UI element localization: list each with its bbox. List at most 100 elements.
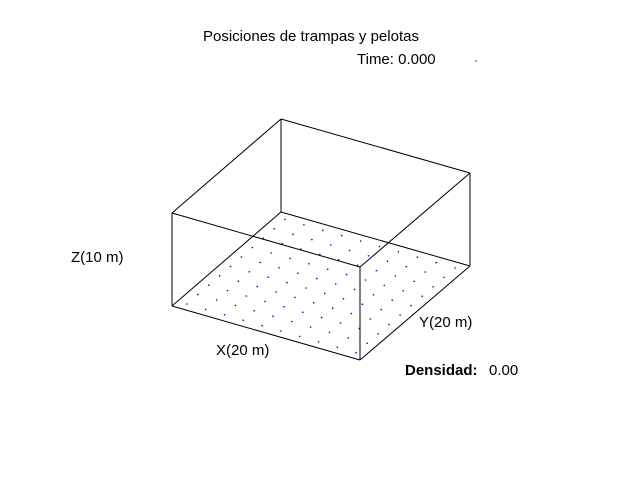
trap-dot: [432, 286, 434, 288]
trap-dot: [280, 330, 282, 332]
trap-dot: [204, 308, 207, 311]
trap-dot: [394, 275, 397, 277]
trap-dot: [347, 337, 350, 339]
trap-dot: [377, 333, 379, 335]
trap-dot: [259, 261, 262, 264]
trap-dot: [435, 261, 438, 264]
trap-dot: [386, 260, 389, 263]
stray-dot-marker: [475, 60, 477, 62]
trap-dot: [372, 294, 375, 296]
trap-dot: [337, 259, 340, 261]
trap-dot: [317, 341, 320, 343]
trap-dot: [421, 295, 423, 298]
density-value: 0.00: [489, 362, 519, 379]
trap-dot: [267, 276, 270, 279]
trap-dot: [305, 287, 307, 289]
trap-dot: [356, 264, 359, 267]
trap-dot: [322, 229, 324, 231]
trap-dot: [342, 298, 345, 300]
trap-dot: [275, 291, 277, 293]
trap-dot: [319, 253, 321, 256]
box-edge: [171, 118, 282, 214]
trap-dot: [331, 307, 334, 310]
trap-dot: [309, 326, 312, 328]
trap-dot: [416, 256, 419, 259]
trap-dot: [272, 315, 274, 318]
trap-dot: [311, 238, 313, 241]
plot-title: Posiciones de trampas y pelotas: [203, 28, 419, 45]
trap-dot: [234, 304, 237, 307]
trap-dot: [240, 256, 243, 258]
trap-dot: [284, 218, 286, 221]
trap-dot: [358, 327, 361, 330]
trap-dot: [353, 288, 356, 291]
trap-dot: [323, 292, 326, 295]
trap-dot: [264, 300, 266, 303]
trap-dot: [388, 323, 390, 326]
trap-dot: [424, 271, 427, 273]
trap-dot: [248, 271, 251, 273]
trap-dot: [391, 299, 394, 302]
trap-dot: [364, 279, 367, 281]
trap-dot: [340, 234, 343, 237]
trap-dot: [278, 267, 280, 269]
axis-y-label: Y(20 m): [419, 314, 473, 331]
trap-dot: [207, 284, 210, 287]
trap-dot: [308, 263, 310, 265]
trap-dot: [186, 303, 188, 305]
trap-dot: [197, 293, 199, 296]
trap-dot: [328, 331, 331, 334]
trap-dot: [405, 265, 408, 268]
trap-dot: [273, 228, 275, 230]
trap-dot: [402, 290, 405, 292]
trap-dot: [300, 248, 302, 250]
trap-dot: [302, 311, 304, 314]
trap-dot: [270, 252, 272, 254]
trap-dot: [253, 310, 255, 312]
trap-dot: [262, 237, 265, 239]
box-edge: [359, 172, 471, 268]
box-wireframe: [171, 118, 471, 361]
trap-dot: [399, 314, 401, 316]
trap-dot: [251, 246, 254, 249]
box-edge: [280, 118, 471, 174]
time-readout: Time: 0.000: [357, 51, 436, 68]
box-edge: [280, 211, 471, 267]
trap-dots-group: [186, 218, 456, 354]
trap-dot: [215, 299, 218, 301]
trap-dot: [245, 295, 248, 297]
trap-dot: [281, 242, 283, 245]
density-label: Densidad:: [405, 362, 478, 379]
trap-dot: [329, 244, 332, 246]
axis-z-label: Z(10 m): [71, 249, 124, 266]
trap-dot: [286, 281, 288, 284]
trap-dot: [334, 283, 337, 285]
trap-dot: [369, 318, 372, 320]
trap-dot: [226, 289, 229, 292]
trap-dot: [292, 233, 294, 235]
trap-dot: [443, 276, 445, 279]
trap-dot: [339, 322, 342, 324]
trap-dot: [366, 342, 368, 345]
trap-dot: [320, 316, 323, 319]
axis-x-label: X(20 m): [216, 342, 270, 359]
trap-dot: [361, 303, 364, 306]
trap-dot: [350, 312, 353, 315]
trap-dot: [380, 308, 383, 311]
box-edge: [171, 212, 361, 268]
trap-dot: [312, 302, 315, 304]
trap-dot: [397, 251, 400, 253]
trap-dot: [316, 277, 318, 280]
trap-dot: [348, 249, 351, 252]
trap-dot: [303, 224, 305, 226]
trap-dot: [367, 255, 370, 257]
trap-dot: [218, 275, 221, 277]
trap-dot: [297, 272, 299, 275]
trap-dot: [261, 324, 263, 327]
trap-dot: [378, 245, 381, 248]
trap-dot: [413, 280, 416, 283]
trap-dot: [410, 304, 412, 307]
trap-dot: [229, 265, 232, 268]
trap-dot: [223, 314, 226, 316]
